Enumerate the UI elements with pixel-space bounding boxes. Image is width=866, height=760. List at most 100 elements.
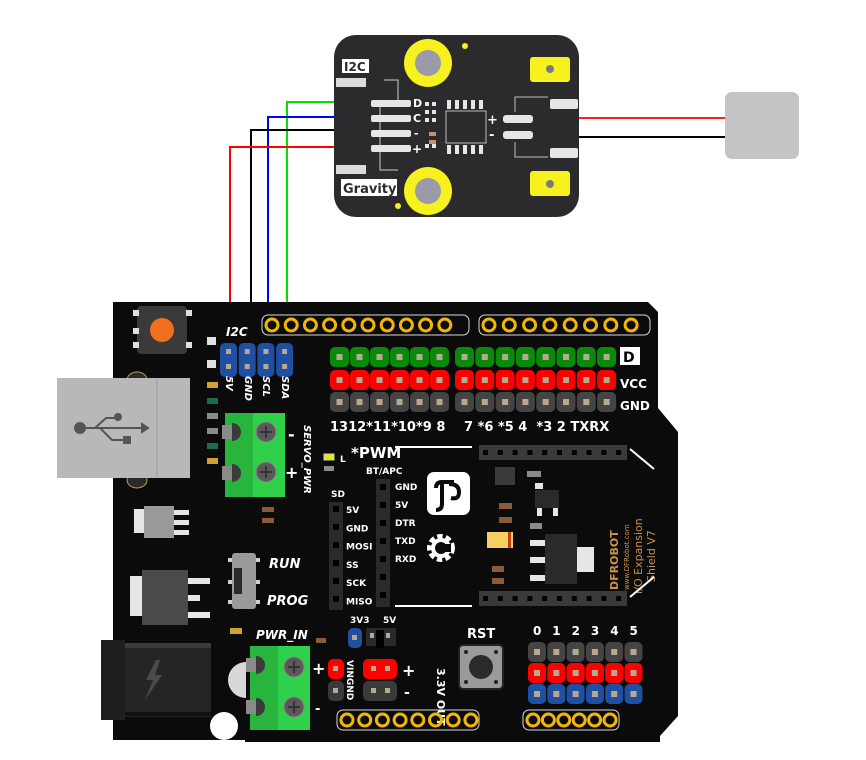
mounting-hole-bottom [404, 167, 452, 215]
shield-branding: DFROBOT www.DFRobot.com I/O Expansion Sh… [608, 518, 658, 594]
i2c-label: I2C [226, 325, 248, 339]
i2c-pin-gnd[interactable] [238, 343, 256, 377]
arduino-reset-button[interactable] [133, 306, 192, 354]
sd-pin-label: SCK [346, 579, 367, 589]
wire-vcc [229, 146, 336, 350]
module-pin-d: D [413, 97, 422, 110]
header-pin [583, 317, 598, 333]
pwm-label: *PWM [351, 444, 401, 462]
3v3-out-plus: + [402, 661, 415, 680]
analog-pin-label: 5 [630, 624, 638, 638]
analog-pin-label: 0 [533, 624, 541, 638]
analog-pin-label: 1 [552, 624, 560, 638]
jumper-5v-label: 5V [383, 616, 396, 626]
module-i2c-label: I2C [344, 60, 366, 74]
brand-dfrobot: DFROBOT [608, 530, 621, 590]
header-pin [357, 712, 373, 728]
led-l-label: L [340, 455, 346, 465]
module-pin-minus: - [414, 127, 419, 140]
sd-pin-label: 5V [346, 506, 359, 516]
header-pin [525, 712, 541, 728]
bt-pin-label: 5V [395, 501, 408, 511]
pwr-in-terminal[interactable] [246, 646, 310, 730]
reset-button[interactable] [458, 644, 504, 690]
header-pin [571, 712, 587, 728]
header-pin [410, 712, 426, 728]
header-pin [542, 317, 558, 333]
voltage-regulator-1 [134, 506, 189, 538]
vin-label: VINGND [344, 660, 354, 700]
dc-power-jack [101, 640, 246, 740]
pwr-in-label: PWR_IN [256, 628, 308, 643]
rst-label: RST [467, 627, 495, 642]
gear-icon [427, 534, 455, 562]
header-bottom-left [336, 709, 480, 731]
header-pin [556, 712, 572, 728]
switch-prog-label: PROG [267, 594, 309, 609]
row-label-gnd: GND [620, 399, 650, 413]
i2c-pin-5v[interactable] [220, 343, 237, 377]
sd-pin-label: MISO [346, 598, 373, 608]
sd-header [329, 502, 343, 610]
vin-gnd-header [328, 659, 344, 701]
header-pin [501, 317, 517, 333]
pwr-in-plus: + [312, 659, 325, 678]
module-out-minus: - [489, 128, 494, 143]
led-l [323, 453, 335, 461]
sd-pin-label: SS [346, 561, 359, 571]
header-pin [522, 317, 538, 333]
i2c-pin-scl[interactable] [257, 343, 275, 377]
header-pin [602, 712, 618, 728]
status-leds [207, 337, 218, 464]
usb-icon [74, 413, 150, 444]
header-pin [623, 317, 639, 333]
screw-icon [255, 421, 277, 443]
voltage-regulator-2 [130, 570, 210, 625]
wire-scl [267, 116, 336, 350]
mounting-hole-top [404, 39, 452, 87]
header-pin [481, 317, 497, 333]
bt-apc-label: BT/APC [366, 467, 403, 477]
run-prog-switch[interactable] [228, 553, 260, 609]
bt-pin-label: DTR [395, 519, 416, 529]
header-mid-bottom [479, 591, 627, 606]
header-pin [463, 712, 479, 728]
gravity-module: D C - + I2C Gravity + - [334, 35, 579, 217]
servo-minus: - [288, 425, 295, 444]
header-top-right [478, 314, 651, 336]
i2c-pin-sda[interactable] [276, 343, 294, 377]
voltage-select-jumper[interactable] [348, 628, 396, 648]
jumper-3v3-label: 3V3 [350, 616, 370, 626]
usb-connector [57, 371, 190, 489]
servo-power-terminal[interactable] [222, 413, 285, 497]
header-pin [445, 712, 461, 728]
digital-pin-labels-right: 7 *6 *5 4 *3 2 TXRX [464, 420, 609, 435]
analog-pin-label: 3 [591, 624, 599, 638]
header-pin [587, 712, 603, 728]
header-pin [360, 317, 376, 333]
header-pin [392, 712, 408, 728]
wire-gnd [250, 129, 336, 350]
header-pin [437, 317, 453, 333]
analog-pin-label: 2 [572, 624, 580, 638]
header-pin [603, 317, 619, 333]
analog-pin-label: 4 [610, 624, 618, 638]
row-label-vcc: VCC [620, 377, 647, 391]
i2c-pin-scl: SCL [260, 376, 271, 397]
bt-apc-header [376, 479, 390, 607]
screw-icon [283, 696, 305, 718]
bt-pin-label: TXD [395, 537, 416, 547]
header-pin [398, 317, 414, 333]
header-top-left-pins [264, 317, 453, 333]
header-pin [283, 317, 299, 333]
dfrobot-logo-icon [427, 472, 470, 515]
header-pin [341, 317, 357, 333]
header-pin [322, 317, 338, 333]
3v3-out-header [363, 659, 397, 701]
product-name-line1: I/O Expansion [632, 518, 645, 594]
header-mid-top [479, 445, 627, 460]
header-pin [302, 317, 318, 333]
module-gravity-label: Gravity [343, 182, 397, 197]
servo-pwr-label: SERVO_PWR [301, 425, 312, 494]
